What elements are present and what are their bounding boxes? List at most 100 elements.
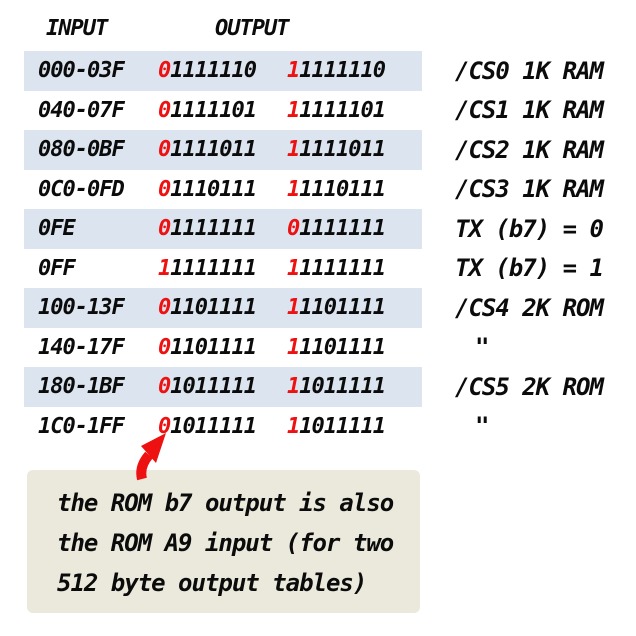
b7-bit: 1 [287, 413, 300, 439]
low-bits: 1111110 [299, 58, 386, 84]
low-bits: 1011111 [299, 413, 386, 439]
address-range: 040-07F [38, 97, 125, 123]
b7-bit: 1 [287, 137, 300, 163]
address-range: 1C0-1FF [38, 413, 125, 439]
output-byte-2: 11110111 [287, 176, 386, 202]
output-byte-2: 11111011 [287, 137, 386, 163]
low-bits: 1110111 [299, 176, 386, 202]
output-byte-1: 01111110 [158, 58, 287, 83]
row-label: /CS1 1K RAM [455, 96, 604, 125]
address-range: 180-1BF [38, 374, 125, 400]
output-byte-2: 11011111 [287, 374, 386, 400]
b7-bit: 0 [158, 216, 171, 242]
b7-bit: 1 [287, 374, 300, 400]
low-bits: 1111111 [170, 255, 257, 281]
output-byte-2: 11111110 [287, 58, 386, 84]
row-label: /CS5 2K ROM [455, 372, 604, 401]
low-bits: 1111111 [299, 216, 386, 242]
row-label: " [475, 412, 489, 441]
address-range: 0C0-0FD [38, 176, 125, 202]
low-bits: 1011111 [170, 374, 257, 400]
b7-bit: 1 [287, 97, 300, 123]
note-box: the ROM b7 output is also the ROM A9 inp… [27, 470, 420, 613]
b7-bit: 0 [158, 97, 171, 123]
output-byte-1: 11111111 [158, 256, 287, 281]
b7-bit: 0 [158, 413, 171, 439]
low-bits: 1111011 [299, 137, 386, 163]
b7-bit: 1 [287, 334, 300, 360]
address-range: 000-03F [38, 58, 125, 84]
row-label: /CS4 2K ROM [455, 293, 604, 322]
output-byte-2: 11111101 [287, 97, 386, 123]
b7-bit: 0 [158, 137, 171, 163]
low-bits: 1101111 [299, 295, 386, 321]
output-byte-1: 01011111 [158, 414, 287, 439]
b7-bit: 0 [158, 334, 171, 360]
b7-bit: 0 [287, 216, 300, 242]
output-byte-1: 01011111 [158, 374, 287, 399]
b7-bit: 1 [287, 255, 300, 281]
address-range: 0FE [38, 216, 76, 242]
b7-bit: 0 [158, 176, 171, 202]
low-bits: 1101111 [299, 334, 386, 360]
row-label: /CS0 1K RAM [455, 56, 604, 85]
output-column-header: OUTPUT [215, 16, 289, 41]
row-label: " [475, 333, 489, 362]
output-byte-2: 01111111 [287, 216, 386, 242]
address-range: 140-17F [38, 334, 125, 360]
b7-bit: 0 [158, 295, 171, 321]
row-label: /CS2 1K RAM [455, 135, 604, 164]
low-bits: 1111011 [170, 137, 257, 163]
output-byte-2: 11011111 [287, 413, 386, 439]
address-range: 080-0BF [38, 137, 125, 163]
low-bits: 1111111 [299, 255, 386, 281]
output-byte-1: 01111111 [158, 216, 287, 241]
note-text: the ROM b7 output is also the ROM A9 inp… [57, 489, 394, 597]
address-range: 100-13F [38, 295, 125, 321]
output-byte-2: 11101111 [287, 334, 386, 360]
row-label: TX (b7) = 0 [455, 214, 604, 243]
low-bits: 1110111 [170, 176, 257, 202]
low-bits: 1011111 [170, 413, 257, 439]
output-byte-1: 01101111 [158, 295, 287, 320]
b7-bit: 1 [287, 176, 300, 202]
output-byte-1: 01110111 [158, 177, 287, 202]
output-byte-1: 01101111 [158, 335, 287, 360]
table-header: INPUT OUTPUT [0, 0, 636, 50]
low-bits: 1101111 [170, 334, 257, 360]
b7-bit: 1 [287, 58, 300, 84]
b7-bit: 0 [158, 374, 171, 400]
b7-bit: 1 [158, 255, 171, 281]
row-label: TX (b7) = 1 [455, 254, 604, 283]
red-curved-up-arrow-icon [136, 431, 176, 481]
low-bits: 1111101 [170, 97, 257, 123]
address-range: 0FF [38, 255, 76, 281]
low-bits: 1111110 [170, 58, 257, 84]
output-byte-1: 01111101 [158, 98, 287, 123]
low-bits: 1111101 [299, 97, 386, 123]
low-bits: 1101111 [170, 295, 257, 321]
output-byte-2: 11111111 [287, 255, 386, 281]
